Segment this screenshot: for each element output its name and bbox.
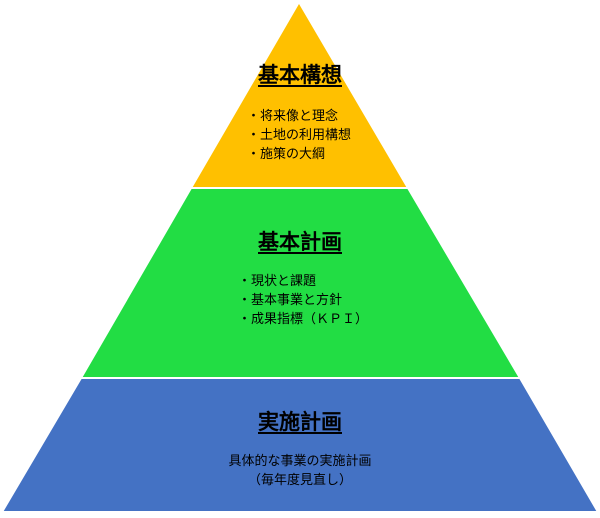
description-line: 具体的な事業の実施計画 (228, 454, 372, 469)
description-line: （毎年度見直し） (247, 473, 352, 488)
list-item: 施策の大綱 (247, 145, 351, 164)
tier-bottom-title: 実施計画 (258, 410, 342, 434)
tier-top-title: 基本構想 (258, 63, 342, 87)
tier-top-list: 将来像と理念 土地の利用構想 施策の大綱 (247, 107, 351, 164)
list-item: 土地の利用構想 (247, 126, 351, 145)
list-item: 現状と課題 (238, 272, 368, 291)
list-item: 成果指標（ＫＰＩ） (238, 310, 368, 329)
list-item: 将来像と理念 (247, 107, 351, 126)
tier-middle-list: 現状と課題 基本事業と方針 成果指標（ＫＰＩ） (238, 272, 368, 329)
tier-bottom-description: 具体的な事業の実施計画 （毎年度見直し） (0, 452, 600, 490)
tier-middle-title: 基本計画 (258, 230, 342, 254)
tier-bottom-shape (0, 377, 600, 513)
list-item: 基本事業と方針 (238, 291, 368, 310)
